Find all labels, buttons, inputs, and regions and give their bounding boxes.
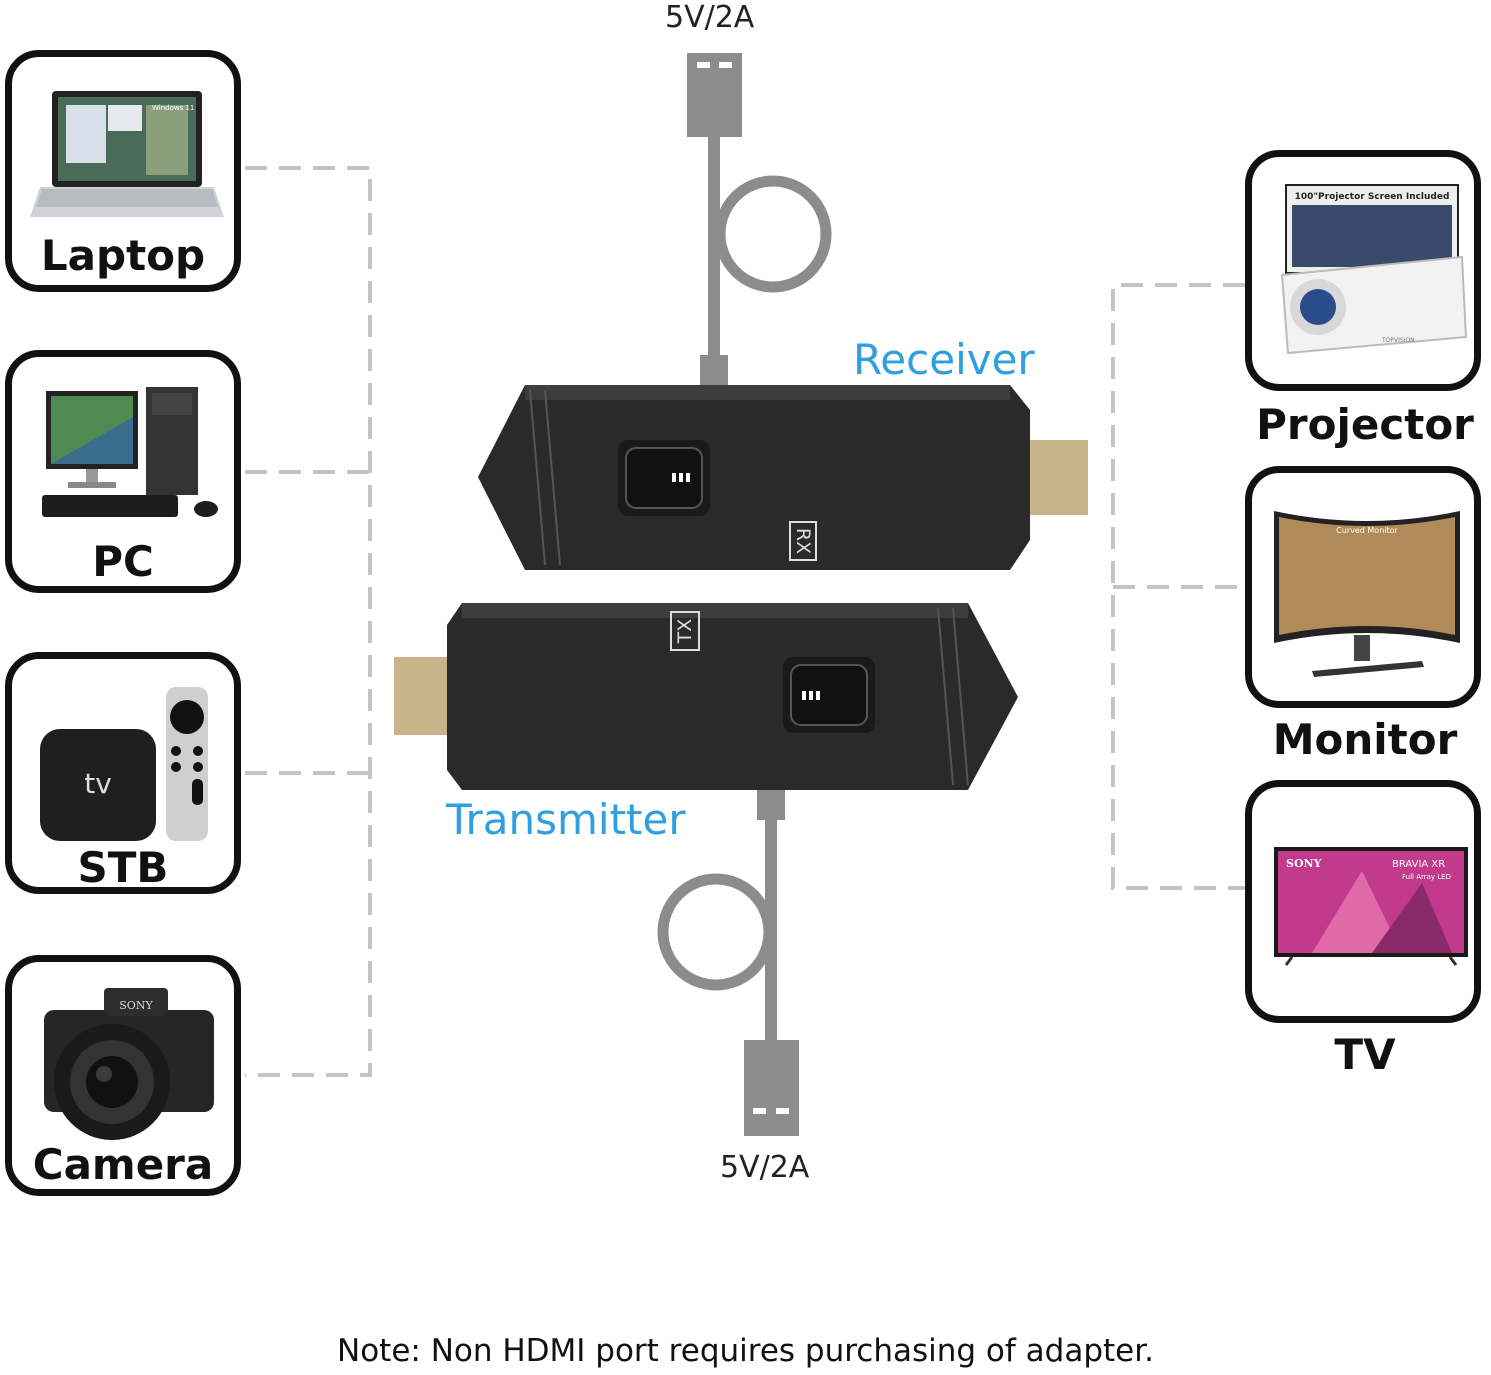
display-label: Projector bbox=[1256, 400, 1474, 449]
source-card-laptop: Windows 11 Laptop bbox=[5, 50, 241, 292]
apple-tv-box-icon: tv bbox=[40, 687, 208, 841]
projector-banner-text: 100"Projector Screen Included bbox=[1295, 192, 1450, 202]
receiver-power-label: 5V/2A bbox=[665, 0, 755, 35]
monitor-screen-text: Curved Monitor bbox=[1336, 526, 1398, 535]
source-card-pc: PC bbox=[5, 350, 241, 593]
transmitter-label: Transmitter bbox=[446, 795, 686, 844]
receiver-pair-button bbox=[625, 447, 703, 509]
receiver-hdmi-plug bbox=[1028, 440, 1088, 515]
projector-brand-text: TOPVISION bbox=[1381, 337, 1415, 344]
source-label: Laptop bbox=[40, 231, 206, 280]
transmitter-dongle bbox=[394, 603, 1018, 790]
display-label: TV bbox=[1334, 1030, 1396, 1079]
receiver-usb-cable bbox=[687, 53, 832, 385]
desktop-pc-icon bbox=[42, 387, 218, 517]
camera-brand-text: SONY bbox=[119, 999, 153, 1012]
source-label: PC bbox=[92, 537, 154, 586]
laptop-icon: Windows 11 bbox=[30, 91, 224, 217]
tv-icon: SONY BRAVIA XR Full Array LED bbox=[1274, 847, 1468, 966]
stb-logo-text: tv bbox=[84, 767, 112, 800]
display-label: Monitor bbox=[1272, 715, 1458, 764]
camera-icon: SONY bbox=[44, 988, 214, 1140]
tv-sub-text: Full Array LED bbox=[1402, 873, 1451, 881]
transmitter-hdmi-plug bbox=[394, 657, 454, 735]
transmitter-usb-cable bbox=[657, 790, 799, 1136]
footnote: Note: Non HDMI port requires purchasing … bbox=[337, 1333, 1154, 1369]
transmitter-power-label: 5V/2A bbox=[720, 1150, 810, 1185]
transmitter-pair-button bbox=[790, 664, 868, 726]
tx-badge: TX bbox=[674, 618, 696, 644]
source-card-camera: SONY Camera bbox=[5, 955, 241, 1196]
tv-brand-text: SONY bbox=[1286, 857, 1322, 870]
receiver-label: Receiver bbox=[853, 335, 1035, 384]
source-bus-line bbox=[245, 166, 372, 1077]
source-label: Camera bbox=[32, 1140, 214, 1189]
source-label: STB bbox=[77, 843, 169, 892]
display-card-monitor: Curved Monitor bbox=[1245, 466, 1481, 708]
receiver-dongle bbox=[478, 385, 1088, 570]
display-card-tv: SONY BRAVIA XR Full Array LED bbox=[1245, 780, 1481, 1023]
monitor-icon: Curved Monitor bbox=[1274, 511, 1460, 677]
tv-model-text: BRAVIA XR bbox=[1392, 859, 1445, 870]
display-card-projector: 100"Projector Screen Included TOPVISION bbox=[1245, 150, 1481, 391]
rx-badge: RX bbox=[792, 527, 814, 555]
laptop-screen-text: Windows 11 bbox=[152, 104, 194, 112]
projector-icon: 100"Projector Screen Included TOPVISION bbox=[1280, 184, 1468, 355]
display-bus-line bbox=[1111, 283, 1245, 890]
source-card-stb: tv STB bbox=[5, 652, 241, 894]
